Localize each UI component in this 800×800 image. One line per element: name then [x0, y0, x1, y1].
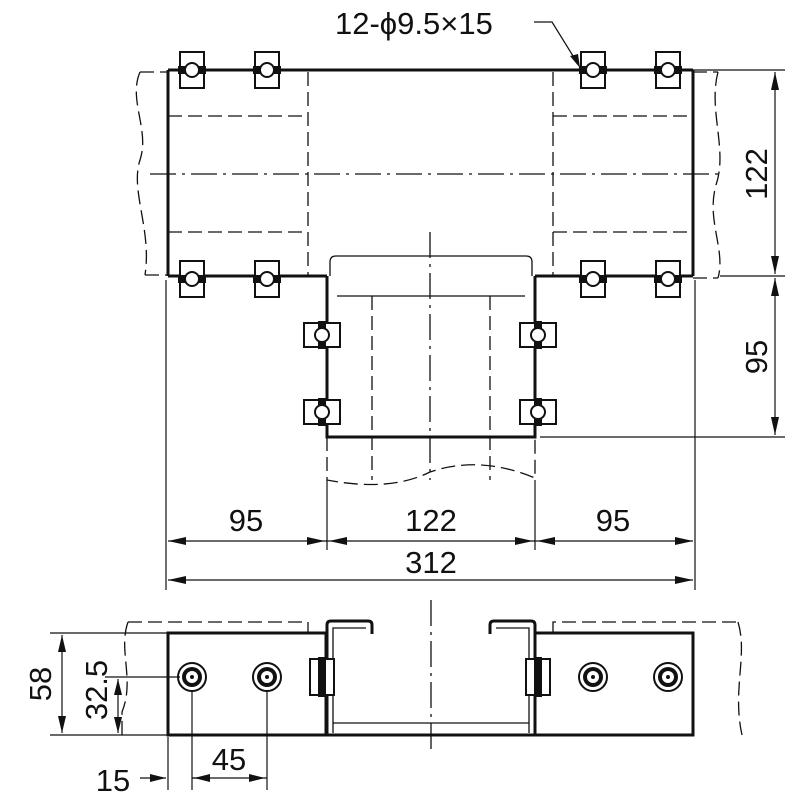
arrow-icon: [675, 537, 693, 545]
bolt-icon: [177, 662, 207, 692]
dim-edge-offset-label: 15: [96, 763, 130, 798]
dim-right-width-label: 95: [596, 503, 630, 538]
right-tray-phantom-top: [552, 621, 738, 633]
bolt-icon: [178, 51, 206, 89]
bolt-icon: [309, 657, 335, 697]
arrow-icon: [150, 774, 166, 782]
right-tray-phantom-break: [737, 621, 743, 736]
channel-left-inner: [332, 627, 366, 733]
arrow-icon: [515, 537, 533, 545]
dim-bolt-height-label: 32.5: [79, 660, 114, 720]
bolt-icon: [579, 260, 607, 298]
arrow-icon: [249, 774, 265, 782]
dim-left-width-label: 95: [229, 503, 263, 538]
elevation-view: 58 32.5 45 15: [23, 600, 743, 798]
arrow-icon: [771, 278, 779, 296]
arrow-icon: [675, 576, 693, 584]
bolt-icon: [303, 321, 341, 349]
arrow-icon: [771, 72, 779, 90]
bolt-icon: [654, 260, 682, 298]
arrow-icon: [114, 679, 122, 695]
arrow-icon: [168, 537, 186, 545]
dim-branch-depth-label: 95: [739, 340, 774, 374]
left-tray-break-line: [135, 71, 148, 276]
channel-right-inner: [496, 627, 530, 733]
bolt-icon: [525, 657, 551, 697]
bolt-icon: [579, 51, 607, 89]
arrow-icon: [771, 417, 779, 435]
bolt-icon: [653, 662, 683, 692]
arrow-icon: [168, 576, 186, 584]
right-tray-break-line: [712, 71, 721, 279]
dim-main-height-label: 122: [739, 148, 774, 200]
dim-overall-width-label: 312: [405, 545, 457, 580]
branch-tray-break: [326, 437, 536, 486]
branch-outline: [325, 276, 537, 439]
bolt-icon: [178, 260, 206, 298]
left-tray-phantom-top: [128, 621, 309, 633]
arrow-icon: [58, 635, 66, 652]
bolt-icon: [253, 51, 281, 89]
dim-bolt-pitch-label: 45: [212, 742, 246, 777]
arrow-icon: [329, 537, 347, 545]
branch-top-lip: [329, 255, 533, 276]
dim-center-width-label: 122: [405, 503, 457, 538]
bolt-icon: [519, 321, 557, 349]
bolt-icon: [578, 662, 608, 692]
channel-right-lip: [488, 619, 537, 735]
bolt-icon: [654, 51, 682, 89]
dim-total-height-label: 58: [23, 667, 58, 701]
arrow-icon: [58, 716, 66, 733]
arrow-icon: [114, 717, 122, 733]
bolt-icon: [252, 662, 282, 692]
arrow-icon: [771, 256, 779, 274]
hole-callout-label: 12-ϕ9.5×15: [335, 6, 493, 41]
hole-callout-leader: [534, 21, 579, 65]
leader-arrow-icon: [570, 54, 580, 68]
channel-left-lip: [325, 619, 374, 735]
bolt-icon: [519, 398, 557, 426]
bolt-icon: [303, 398, 341, 426]
arrow-icon: [537, 537, 555, 545]
arrow-icon: [307, 537, 325, 545]
bolt-icon: [253, 260, 281, 298]
plan-view: 12-ϕ9.5×15 122 95 95 122 95 312: [135, 6, 785, 590]
left-tray-phantom-break: [121, 621, 129, 735]
